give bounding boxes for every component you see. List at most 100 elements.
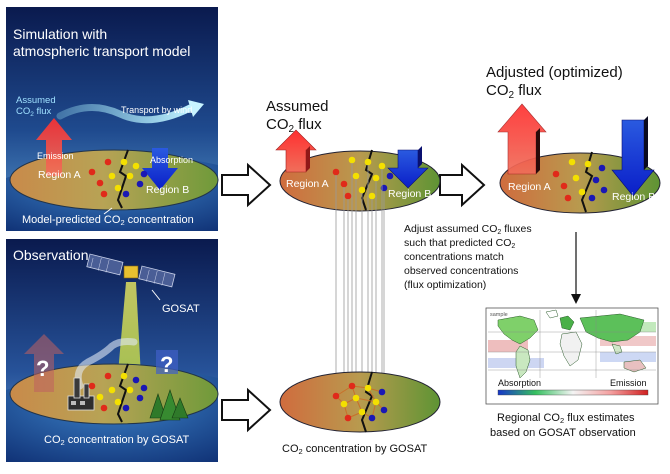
dot xyxy=(552,170,560,178)
map-corner-label: sample xyxy=(490,312,508,318)
dot xyxy=(364,384,372,392)
flux-estimate-map: sample Absorption Emission xyxy=(485,307,659,405)
dot xyxy=(108,386,116,394)
dot xyxy=(332,168,340,176)
observed-concentration-dots xyxy=(332,382,388,422)
transport-label: Transport by wind xyxy=(121,105,192,115)
middle-region-a-label: Region A xyxy=(286,178,329,190)
dot xyxy=(120,372,128,380)
dot xyxy=(108,172,116,180)
wind-arrow-head xyxy=(188,100,204,117)
dot xyxy=(560,182,568,190)
dot xyxy=(120,158,128,166)
absorption-arrow-icon xyxy=(142,148,178,190)
unknown-emission-question: ? xyxy=(36,356,49,381)
dot xyxy=(96,179,104,187)
adjust-text-line4: observed concentrations xyxy=(404,265,518,277)
adjusted-flux-model: Adjusted (optimized) CO2 flux Region A R… xyxy=(404,64,661,304)
dot xyxy=(352,172,360,180)
dot xyxy=(104,372,112,380)
dot xyxy=(358,408,366,416)
emission-label: Emission xyxy=(37,151,74,161)
assumed-title-line1: Assumed xyxy=(266,98,329,115)
concentration-dots-bottom xyxy=(88,372,148,412)
dot xyxy=(578,188,586,196)
adjusted-title-line2: CO2 flux xyxy=(486,82,542,101)
adjusted-title-line1: Adjusted (optimized) xyxy=(486,64,623,81)
predicted-pointer xyxy=(103,207,113,215)
middle-region-b-label: Region B xyxy=(388,188,431,200)
gosat-pointer xyxy=(151,289,161,301)
dot xyxy=(122,190,130,198)
region-a-label: Region A xyxy=(38,169,81,181)
concentration-dots-top xyxy=(88,158,148,198)
observed-concentration-model: CO2 concentration by GOSAT xyxy=(279,371,441,456)
map-caption-line1: Regional CO2 flux estimates xyxy=(497,412,635,425)
dot xyxy=(600,186,608,194)
dot xyxy=(96,393,104,401)
map-legend-colorbar xyxy=(497,389,649,396)
right-region-a-label: Region A xyxy=(508,181,551,193)
dot xyxy=(358,186,366,194)
gosat-label: GOSAT xyxy=(162,303,200,315)
simulation-panel: Simulation with atmospheric transport mo… xyxy=(6,7,219,231)
map-emission-label: Emission xyxy=(610,378,647,388)
dot xyxy=(104,158,112,166)
map-caption-line2: based on GOSAT observation xyxy=(490,427,636,439)
forest-icon xyxy=(149,389,189,421)
dot xyxy=(380,406,388,414)
adjust-text-line1: Adjust assumed CO2 fluxes xyxy=(404,223,532,236)
dot xyxy=(340,180,348,188)
dot xyxy=(140,170,148,178)
flow-arrow-right xyxy=(439,162,486,208)
dot xyxy=(126,386,134,394)
adjust-text-line3: concentrations match xyxy=(404,251,504,263)
map-absorption-label: Absorption xyxy=(498,378,541,388)
dot xyxy=(122,404,130,412)
dot xyxy=(364,158,372,166)
observed-label: CO2 concentration by GOSAT xyxy=(282,443,427,456)
assumed-flux-label-line2: CO2 flux xyxy=(16,106,52,118)
comparison-lines xyxy=(335,163,385,418)
dot xyxy=(132,162,140,170)
unknown-absorption-question: ? xyxy=(160,352,173,377)
dot xyxy=(344,192,352,200)
middle-absorption-arrow-side xyxy=(418,146,422,168)
unknown-absorption-box-icon xyxy=(156,350,178,374)
dot xyxy=(372,398,380,406)
flow-arrow-bottom xyxy=(221,387,272,433)
dot xyxy=(568,158,576,166)
dot xyxy=(386,172,394,180)
dot xyxy=(100,404,108,412)
adjusted-emission-arrow-side xyxy=(536,128,540,174)
adjust-text-line5: (flux optimization) xyxy=(404,279,486,291)
gosat-satellite-icon xyxy=(86,253,176,288)
dot xyxy=(344,414,352,422)
right-region-b-label: Region B xyxy=(612,191,655,203)
dot xyxy=(340,400,348,408)
dot xyxy=(592,176,600,184)
dot xyxy=(136,394,144,402)
absorption-label: Absorption xyxy=(150,155,193,165)
assumed-flux-label-line1: Assumed xyxy=(16,95,56,106)
dot xyxy=(140,384,148,392)
map-grid xyxy=(488,310,656,378)
assumed-title-line2: CO2 flux xyxy=(266,116,322,135)
dot xyxy=(88,382,96,390)
region-b-label: Region B xyxy=(146,184,189,196)
emission-arrow-icon xyxy=(36,118,72,176)
dot xyxy=(378,388,386,396)
result-arrow-head xyxy=(571,294,581,304)
dot xyxy=(598,164,606,172)
unknown-emission-arrow-icon xyxy=(24,334,64,392)
dot xyxy=(348,382,356,390)
dot xyxy=(584,160,592,168)
observation-panel: Observation GOSAT ? ? xyxy=(6,239,219,462)
assumed-flux-model: Assumed CO2 flux Region A Region B xyxy=(266,98,441,212)
flow-arrow-top xyxy=(221,162,272,208)
dot xyxy=(588,194,596,202)
middle-concentration-dots xyxy=(332,156,394,200)
dot xyxy=(378,162,386,170)
dot xyxy=(352,394,360,402)
